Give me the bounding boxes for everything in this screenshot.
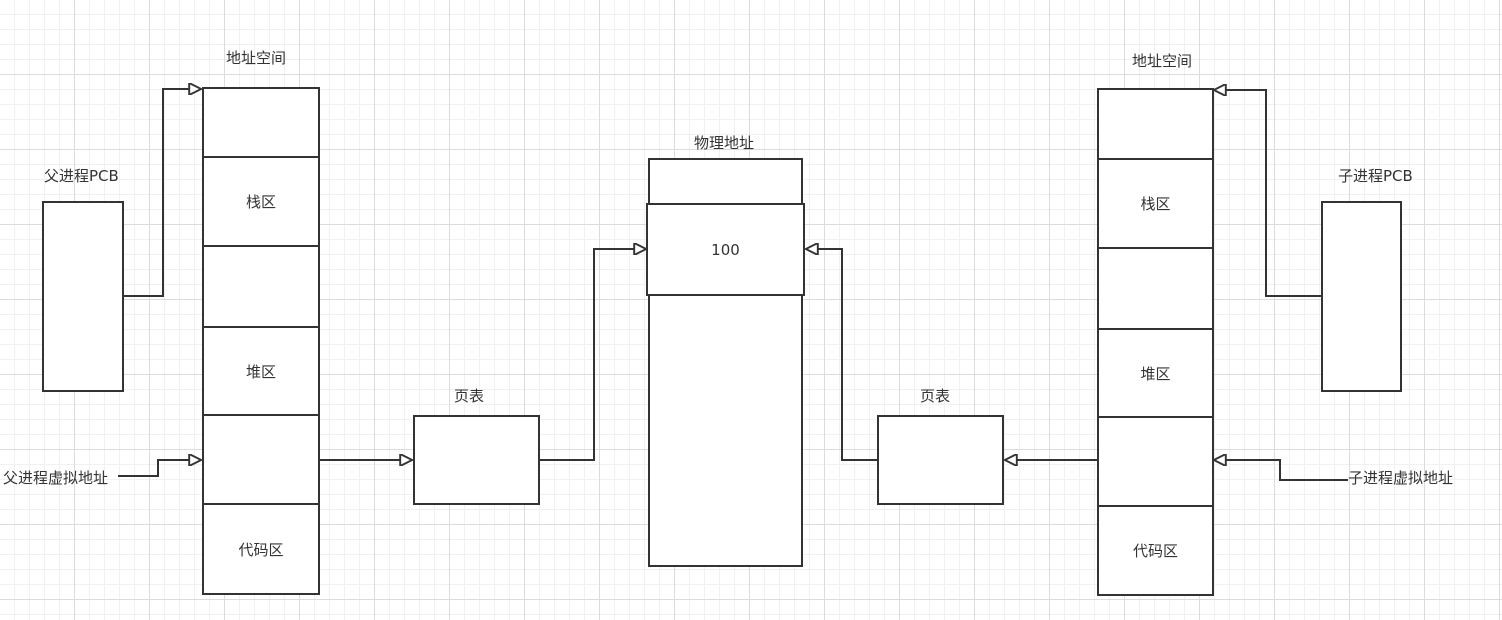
physical-frame: 100: [646, 203, 805, 296]
parent-heap-label: 堆区: [245, 362, 276, 381]
parent-address-space-title: 地址空间: [226, 49, 287, 67]
parent-page-table: [413, 415, 540, 505]
child-segment-code: 代码区: [1099, 507, 1212, 594]
parent-virtual-address-arrow: [118, 460, 200, 477]
child-page-table: [877, 415, 1004, 505]
parent-segment-code: 代码区: [204, 505, 318, 593]
parent-stack-label: 栈区: [245, 193, 276, 211]
child-address-space-title: 地址空间: [1132, 52, 1193, 70]
parent-page-table-label: 页表: [454, 387, 485, 405]
parent-segment-heap: 堆区: [204, 328, 318, 416]
child-stack-label: 栈区: [1140, 195, 1171, 213]
parent-virtual-address-label: 父进程虚拟地址: [3, 469, 109, 487]
child-segment-top: [1099, 90, 1212, 160]
child-virtual-address-label: 子进程虚拟地址: [1348, 469, 1454, 487]
child-address-space: 栈区 堆区 代码区: [1097, 88, 1214, 596]
child-page-table-label: 页表: [920, 387, 951, 405]
physical-frame-value: 100: [711, 240, 740, 259]
parent-code-label: 代码区: [238, 540, 284, 559]
parent-pcb-box: [42, 201, 124, 392]
child-segment-data: [1099, 418, 1212, 507]
child-pcb-box: [1321, 201, 1402, 392]
child-segment-gap: [1099, 249, 1212, 330]
physical-memory-title: 物理地址: [694, 134, 755, 152]
child-virtual-address-arrow: [1215, 460, 1348, 481]
child-segment-heap: 堆区: [1099, 330, 1212, 418]
child-code-label: 代码区: [1132, 542, 1178, 560]
child-pcb-to-address-space-arrow: [1215, 90, 1321, 297]
child-pcb-label: 子进程PCB: [1338, 167, 1413, 185]
child-segment-stack: 栈区: [1099, 160, 1212, 249]
parent-segment-top: [204, 89, 318, 158]
child-page-table-to-physical-arrow: [807, 249, 877, 461]
child-heap-label: 堆区: [1140, 364, 1171, 383]
parent-pcb-to-address-space-arrow: [124, 89, 200, 297]
parent-segment-data: [204, 416, 318, 505]
parent-address-space: 栈区 堆区 代码区: [202, 87, 320, 595]
parent-page-table-to-physical-arrow: [540, 249, 645, 461]
parent-segment-stack: 栈区: [204, 158, 318, 247]
parent-pcb-label: 父进程PCB: [44, 167, 119, 185]
parent-segment-gap: [204, 247, 318, 328]
